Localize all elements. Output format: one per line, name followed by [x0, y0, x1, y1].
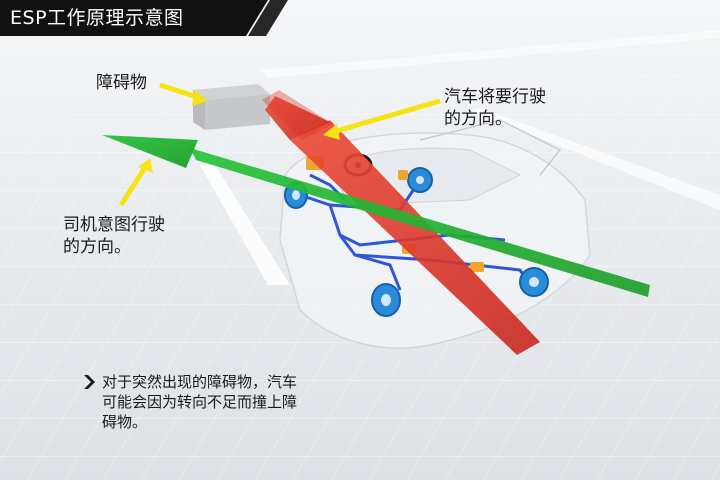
title-bar-bg — [0, 0, 268, 36]
lane-marking-left — [200, 165, 290, 285]
car-direction-label-line: 的方向。 — [444, 109, 512, 129]
note-line: 可能会因为转向不足而撞上障 — [102, 393, 298, 411]
driver-intent-label: 司机意图行驶 的方向。 — [63, 214, 165, 258]
note-line: 对于突然出现的障碍物，汽车 — [102, 373, 298, 391]
explanation-note: 对于突然出现的障碍物，汽车 可能会因为转向不足而撞上障 碍物。 — [102, 372, 342, 432]
page-title: ESP工作原理示意图 — [10, 7, 184, 29]
driver-intent-label-line: 的方向。 — [63, 237, 131, 257]
lane-marking-far — [260, 30, 720, 78]
lane-marking-right — [470, 108, 720, 210]
car-direction-label: 汽车将要行驶 的方向。 — [444, 86, 546, 130]
note-line: 碍物。 — [102, 413, 148, 431]
driver-intent-arrow — [102, 135, 650, 297]
title-bar-stripe — [248, 0, 288, 36]
pointer-arrows — [118, 82, 441, 207]
obstacle-label: 障碍物 — [96, 73, 147, 93]
obstacle-box — [193, 84, 270, 130]
chevron-right-icon — [84, 375, 95, 389]
car-direction-arrow — [262, 90, 540, 355]
car-direction-label-line: 汽车将要行驶 — [444, 87, 546, 107]
driver-intent-label-line: 司机意图行驶 — [63, 215, 165, 235]
